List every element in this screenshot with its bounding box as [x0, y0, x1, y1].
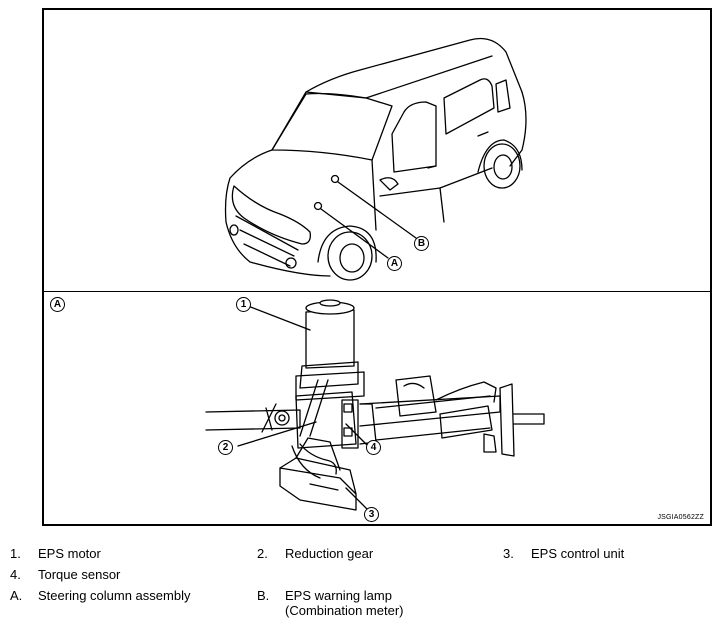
- legend-key: 2.: [257, 546, 268, 561]
- diagram-frame: A JSGIA0562ZZ: [42, 8, 712, 526]
- legend-item-3: 3. EPS control unit: [503, 546, 624, 561]
- legend-key: 4.: [10, 567, 21, 582]
- legend-label: EPS control unit: [531, 546, 625, 561]
- callout-1: 1: [236, 297, 251, 312]
- legend-label: EPS motor: [38, 546, 101, 561]
- callout-a: A: [387, 256, 402, 271]
- legend-label-line2: (Combination meter): [285, 603, 404, 618]
- legend-key: B.: [257, 588, 270, 603]
- callout-b: B: [414, 236, 429, 251]
- legend-key: 3.: [503, 546, 514, 561]
- figure-code: JSGIA0562ZZ: [657, 514, 704, 521]
- legend-item-1: 1. EPS motor: [10, 546, 101, 561]
- legend-item-2: 2. Reduction gear: [257, 546, 373, 561]
- legend-key: A.: [10, 588, 23, 603]
- callout-4: 4: [366, 440, 381, 455]
- legend-item-4: 4. Torque sensor: [10, 567, 120, 582]
- panel-label-badge: A: [50, 297, 65, 312]
- legend-item-b: B. EPS warning lamp(Combination meter): [257, 588, 404, 618]
- panel-divider: [44, 291, 710, 292]
- legend-label: Reduction gear: [285, 546, 374, 561]
- steering-column-illustration: [205, 299, 545, 511]
- legend-key: 1.: [10, 546, 21, 561]
- callout-2: 2: [218, 440, 233, 455]
- legend-item-a: A. Steering column assembly: [10, 588, 190, 603]
- car-illustration: [224, 37, 527, 281]
- legend-label: EPS warning lamp: [285, 588, 392, 603]
- callout-3: 3: [364, 507, 379, 522]
- legend-label: Steering column assembly: [38, 588, 191, 603]
- legend-label: Torque sensor: [38, 567, 121, 582]
